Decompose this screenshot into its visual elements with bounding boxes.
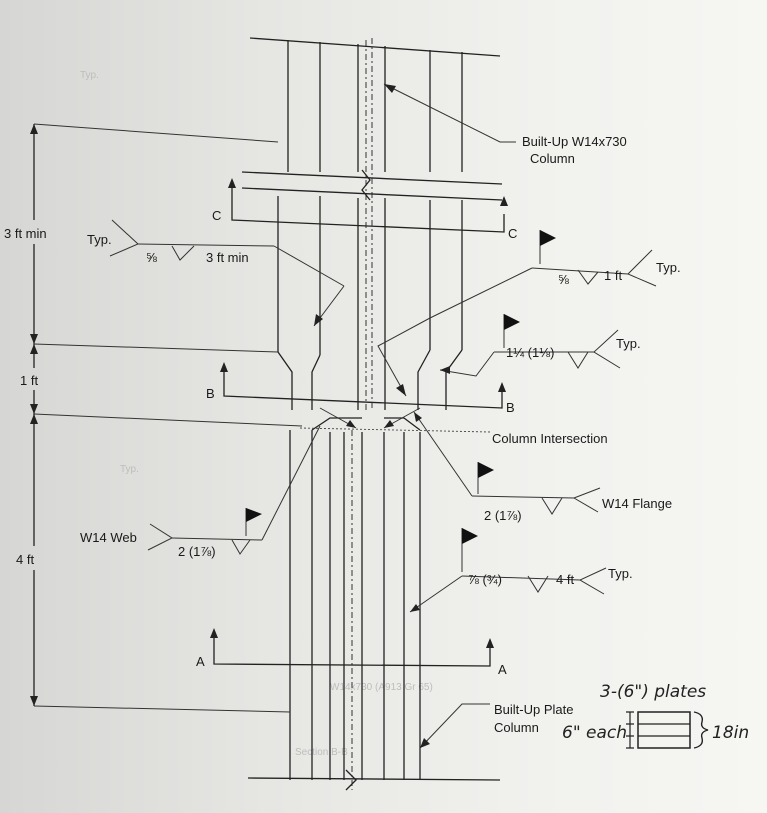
section-c-left-label: C xyxy=(212,208,221,223)
weld-symbol-upper-left xyxy=(109,219,345,327)
vertical-dimensions xyxy=(30,123,303,713)
weld-symbol-upper-right xyxy=(377,230,657,397)
lower-weld-size: ⅞ (¾) xyxy=(468,572,502,587)
section-cut-b xyxy=(220,362,506,409)
builtup-plate-label-line1: Built-Up Plate xyxy=(494,702,573,717)
section-a-right-label: A xyxy=(498,662,507,677)
weld-symbol-w14-web xyxy=(147,425,321,555)
handwritten-plates-note: 3-(6") plates xyxy=(600,682,706,702)
section-cut-a xyxy=(210,628,494,667)
weld-upper-right-size: ⅝ xyxy=(558,272,569,287)
handwritten-total-note: 18in xyxy=(712,723,749,743)
weld-symbol-lower xyxy=(409,528,607,613)
dimension-1ft-label: 1 ft xyxy=(20,373,38,388)
weld-symbol-middle-right xyxy=(439,314,621,377)
weld-upper-left-typ: Typ. xyxy=(87,232,112,247)
weld-upper-left-length: 3 ft min xyxy=(206,250,249,265)
svg-text:Typ.: Typ. xyxy=(80,70,99,81)
builtup-plate-leader xyxy=(419,703,490,749)
w14-web-label: W14 Web xyxy=(80,530,137,545)
w14-flange-weld-size: 2 (1⅞) xyxy=(484,508,522,523)
w14-web-weld-size: 2 (1⅞) xyxy=(178,544,216,559)
upper-column xyxy=(241,37,503,410)
svg-text:Section B-B: Section B-B xyxy=(295,747,348,758)
handwritten-each-note: 6" each xyxy=(562,723,627,743)
w14-flange-label: W14 Flange xyxy=(602,496,672,511)
column-title-line2: Column xyxy=(530,151,575,166)
weld-symbol-w14-flange xyxy=(413,411,601,515)
weld-middle-right-size: 1¼ (1⅛) xyxy=(506,345,554,360)
column-intersection-label: Column Intersection xyxy=(492,431,608,446)
lower-weld-typ: Typ. xyxy=(608,566,633,581)
section-cut-c xyxy=(228,178,508,233)
weld-upper-right-typ: Typ. xyxy=(656,260,681,275)
section-b-right-label: B xyxy=(506,400,515,415)
section-a-left-label: A xyxy=(196,654,205,669)
column-intersection-leaders xyxy=(319,407,421,429)
lower-builtup-column xyxy=(247,417,501,791)
column-title-line1: Built-Up W14x730 xyxy=(522,134,627,149)
bleed-through-text: Typ. Typ. W14x730 (A913 Gr 65) Section B… xyxy=(80,70,433,758)
handwritten-plate-sketch xyxy=(626,711,709,749)
section-c-right-label: C xyxy=(508,226,517,241)
svg-text:W14x730 (A913 Gr 65): W14x730 (A913 Gr 65) xyxy=(330,682,433,693)
section-b-left-label: B xyxy=(206,386,215,401)
dimension-4ft-label: 4 ft xyxy=(16,552,34,567)
dimension-3ft-label: 3 ft min xyxy=(4,226,47,241)
weld-middle-right-typ: Typ. xyxy=(616,336,641,351)
builtup-plate-label-line2: Column xyxy=(494,720,539,735)
svg-text:Typ.: Typ. xyxy=(120,464,139,475)
column-title-leader xyxy=(383,83,516,143)
weld-upper-left-size: ⅝ xyxy=(146,250,157,265)
lower-weld-length: 4 ft xyxy=(556,572,574,587)
weld-upper-right-length: 1 ft xyxy=(604,268,622,283)
